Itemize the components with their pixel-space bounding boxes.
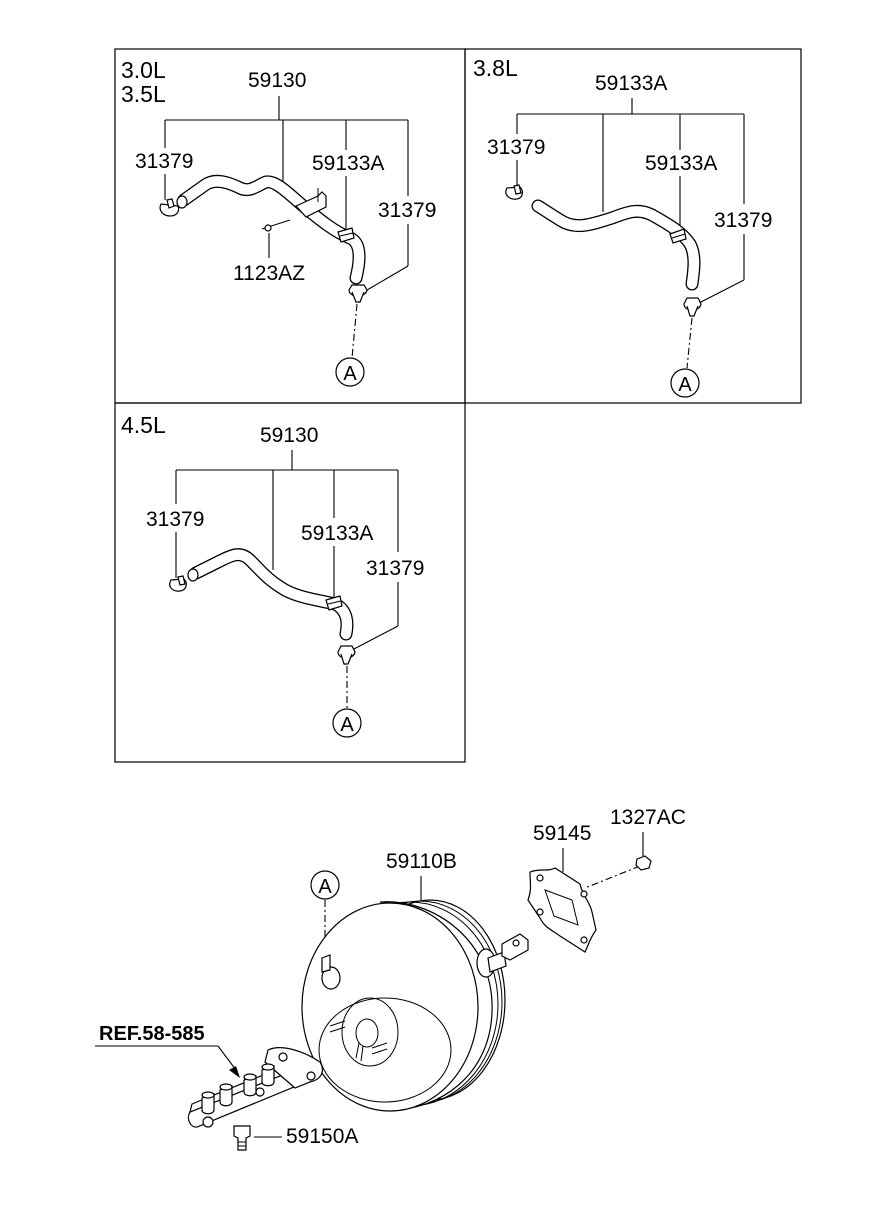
svg-text:A: A <box>678 374 692 396</box>
connection-line <box>351 303 358 359</box>
part-number-hose-assy[interactable]: 59133A <box>595 72 667 95</box>
ref-marker-a: A <box>332 708 362 738</box>
hose-end <box>176 195 188 209</box>
vacuum-hose <box>187 548 354 641</box>
part-number-clamp[interactable]: 31379 <box>135 150 193 173</box>
part-number-hose[interactable]: 59133A <box>301 522 373 545</box>
hose-bracket <box>295 188 327 218</box>
ref-marker-a: A <box>335 357 365 387</box>
panel-3-8l: 3.8L 59133A 31379 59133A 31379 <box>464 48 802 404</box>
svg-text:A: A <box>318 876 332 898</box>
ref-label-master-cylinder[interactable]: REF.58-585 <box>99 1023 205 1045</box>
leader-lines <box>516 98 745 305</box>
connection-line <box>686 317 693 369</box>
part-number-hose[interactable]: 59133A <box>312 152 384 175</box>
pressure-switch <box>233 1125 251 1151</box>
part-number-clamp[interactable]: 31379 <box>714 209 772 232</box>
part-number-hose-assy[interactable]: 59130 <box>248 69 306 92</box>
part-number-switch[interactable]: 59150A <box>286 1125 358 1148</box>
panel-3-0l-3-5l: 3.0L 3.5L 59130 31379 59133A 31379 1123A… <box>114 48 466 404</box>
part-number-clamp[interactable]: 31379 <box>366 557 424 580</box>
leader-lines <box>175 450 399 651</box>
ref-marker-a: A <box>670 368 700 398</box>
panel-4-5l: 4.5L 59130 31379 59133A 31379 <box>114 402 466 763</box>
part-number-booster[interactable]: 59110B <box>386 850 457 873</box>
leader-lines <box>95 832 644 1138</box>
ref-marker-a: A <box>310 870 340 900</box>
panel-frame <box>114 402 466 763</box>
part-number-hose-assy[interactable]: 59130 <box>260 424 318 447</box>
panel-frame <box>114 48 466 404</box>
bolt-icon <box>261 219 291 232</box>
part-number-clamp[interactable]: 31379 <box>487 136 545 159</box>
clamp-icon <box>337 227 355 243</box>
gasket-plate <box>527 867 597 953</box>
part-number-bolt[interactable]: 1123AZ <box>233 262 305 285</box>
engine-label: 3.0L <box>121 57 166 83</box>
clamp-icon <box>169 575 187 592</box>
clamp-icon <box>159 198 180 217</box>
nut-icon <box>635 855 652 871</box>
push-rod-clevis <box>476 933 529 978</box>
panel-frame <box>464 48 802 404</box>
part-number-gasket[interactable]: 59145 <box>533 822 591 845</box>
clamp-icon <box>505 184 523 200</box>
svg-text:A: A <box>343 363 357 385</box>
clamp-icon <box>325 595 343 611</box>
clamp-icon <box>337 645 356 665</box>
engine-label: 3.8L <box>473 55 518 81</box>
leader-lines <box>164 96 409 294</box>
engine-label: 4.5L <box>121 412 166 438</box>
vacuum-hose <box>531 199 701 291</box>
part-number-nut[interactable]: 1327AC <box>610 806 686 829</box>
engine-label: 3.5L <box>121 81 166 107</box>
clamp-icon <box>348 284 368 303</box>
part-number-clamp[interactable]: 31379 <box>146 508 204 531</box>
clamp-icon <box>683 297 702 317</box>
hose-end <box>187 568 199 582</box>
clamp-icon <box>669 228 687 244</box>
svg-text:A: A <box>340 714 354 736</box>
arrow-icon <box>229 1066 240 1078</box>
booster-body <box>301 899 506 1112</box>
part-number-hose[interactable]: 59133A <box>645 152 717 175</box>
master-cylinder <box>187 1047 323 1128</box>
part-number-clamp[interactable]: 31379 <box>378 199 436 222</box>
brake-booster-assembly: 59110B 59145 1327AC REF.58-585 59150A A <box>95 806 686 1151</box>
